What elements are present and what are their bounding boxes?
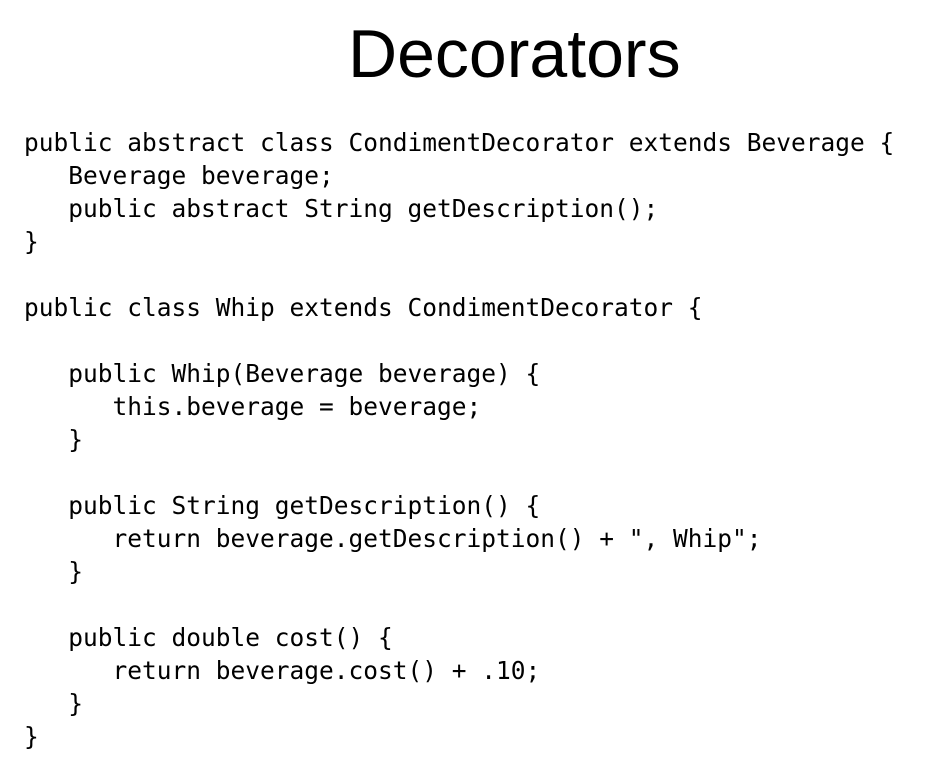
code-line-2: Beverage beverage; <box>24 161 334 190</box>
code-line-14: } <box>24 557 84 586</box>
code-line-8: public Whip(Beverage beverage) { <box>24 359 541 388</box>
code-line-16: public double cost() { <box>24 623 393 652</box>
code-line-9: this.beverage = beverage; <box>24 392 482 421</box>
code-line-17: return beverage.cost() + .10; <box>24 656 541 685</box>
code-line-3: public abstract String getDescription(); <box>24 194 659 223</box>
code-line-4: } <box>24 227 39 256</box>
code-line-1: public abstract class CondimentDecorator… <box>24 128 895 157</box>
code-line-6: public class Whip extends CondimentDecor… <box>24 293 703 322</box>
code-line-19: } <box>24 722 39 751</box>
code-line-18: } <box>24 689 84 718</box>
code-line-13: return beverage.getDescription() + ", Wh… <box>24 524 762 553</box>
slide-title: Decorators <box>348 16 681 92</box>
code-line-12: public String getDescription() { <box>24 491 541 520</box>
code-line-10: } <box>24 425 84 454</box>
